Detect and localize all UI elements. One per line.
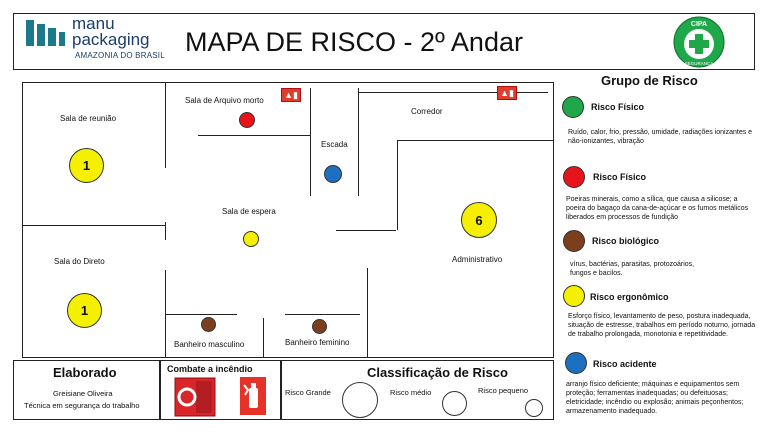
cipa-sub-label: SEGURANÇA — [685, 61, 714, 66]
ergonomic-risk-circle: 6 — [461, 202, 497, 238]
legend-title: Grupo de Risco — [601, 73, 698, 88]
biological-risk-circle — [312, 319, 327, 334]
risco-pequeno-label: Risco pequeno — [478, 386, 529, 395]
legend-name: Risco biológico — [592, 236, 660, 246]
legend-desc: arranjo físico deficiente; máquinas e eq… — [566, 381, 744, 415]
wall — [358, 92, 548, 93]
wall — [165, 222, 166, 240]
legend-name: Risco ergonômico — [590, 292, 669, 302]
legend-brown-circle — [563, 230, 585, 252]
legend-name: Risco acidente — [593, 359, 657, 369]
wall — [198, 135, 310, 136]
fire-extinguisher-icon: ▲▮ — [281, 88, 301, 102]
combate-box — [160, 360, 281, 420]
wall — [397, 140, 554, 141]
risco-medio-circle — [442, 391, 467, 416]
legend-yellow-circle — [563, 285, 585, 307]
author-name: Greisiane Oliveira — [53, 389, 113, 398]
manu-logo-icon — [26, 20, 65, 46]
legend-green-circle — [562, 96, 584, 118]
chemical-risk-circle — [239, 112, 255, 128]
elaborado-box — [13, 360, 160, 420]
legend-name: Risco Físico — [593, 172, 647, 182]
wall — [22, 225, 165, 226]
wall — [285, 314, 360, 315]
legend-red-circle — [563, 166, 585, 188]
wall — [397, 140, 398, 230]
room-label-diretor: Sala do Direto — [54, 257, 105, 266]
author-role: Técnica em segurança do trabalho — [24, 401, 140, 410]
floor-plan — [22, 82, 554, 358]
legend-desc: Poeiras minerais, como a sílica, que cau… — [566, 196, 749, 221]
room-label-arquivo: Sala de Arquivo morto — [185, 96, 264, 105]
wall — [263, 318, 264, 358]
risk-count: 1 — [82, 158, 91, 173]
room-label-espera: Sala de espera — [222, 207, 276, 216]
wall — [367, 268, 368, 358]
accident-risk-circle — [324, 165, 342, 183]
combate-title: Combate a incêndio — [167, 364, 253, 374]
elaborado-title: Elaborado — [53, 365, 117, 380]
legend-desc: vírus, bactérias, parasitas, protozoário… — [570, 261, 695, 277]
risco-medio-label: Risco médio — [390, 388, 432, 397]
fire-extinguisher-sign-icon — [240, 377, 266, 415]
risk-count: 6 — [475, 212, 483, 228]
room-label-banheiro-masc: Banheiro masculino — [174, 340, 245, 349]
legend-desc: Esforço físico, levantamento de peso, po… — [568, 313, 756, 338]
ergonomic-risk-circle: 1 — [69, 148, 104, 183]
fire-extinguisher-icon: ▲▮ — [497, 86, 517, 100]
header-bar — [13, 13, 755, 70]
wall — [165, 82, 166, 168]
legend-name: Risco Físico — [591, 102, 645, 112]
risco-pequeno-circle — [525, 399, 543, 417]
brand-name-line2: packaging — [72, 30, 150, 49]
room-label-corredor: Corredor — [411, 107, 443, 116]
biological-risk-circle — [201, 317, 216, 332]
ergonomic-risk-circle — [243, 231, 259, 247]
room-label-escada: Escada — [321, 140, 348, 149]
wall — [336, 230, 396, 231]
cipa-label: CIPA — [691, 21, 707, 28]
legend-blue-circle — [565, 352, 587, 374]
risco-grande-circle — [342, 382, 378, 418]
risk-count: 1 — [80, 303, 89, 318]
cipa-logo-icon: CIPA SEGURANÇA — [673, 16, 725, 68]
wall — [165, 314, 237, 315]
room-label-reuniao: Sala de reunião — [60, 114, 117, 123]
wall — [358, 88, 359, 196]
brand-tagline: AMAZONIA DO BRASIL — [75, 51, 165, 60]
legend-desc: Ruído, calor, frio, pressão, umidade, ra… — [568, 129, 753, 145]
classificacao-box — [281, 360, 554, 420]
room-label-administrativo: Administrativo — [452, 255, 503, 264]
wall — [310, 88, 311, 196]
fire-hose-icon — [174, 377, 216, 417]
page-title: MAPA DE RISCO - 2º Andar — [185, 27, 523, 57]
ergonomic-risk-circle: 1 — [67, 293, 102, 328]
room-label-banheiro-fem: Banheiro feminino — [285, 338, 350, 347]
classificacao-title: Classificação de Risco — [367, 365, 508, 380]
risco-grande-label: Risco Grande — [285, 388, 331, 397]
brand-name-line1: manu — [72, 14, 115, 33]
